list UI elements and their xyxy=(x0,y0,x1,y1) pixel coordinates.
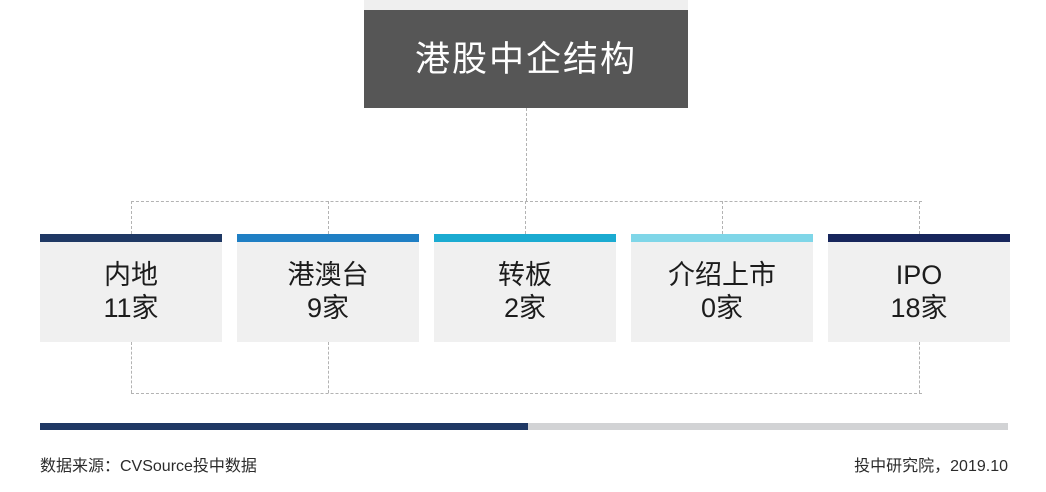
footer-divider-fill xyxy=(40,423,528,430)
node-body: 介绍上市 0家 xyxy=(631,242,813,342)
node-label: 介绍上市 xyxy=(668,259,776,290)
connector-drop-3 xyxy=(722,201,723,234)
node-value: 18家 xyxy=(890,293,948,323)
node-value: 9家 xyxy=(306,293,350,323)
title-body: 港股中企结构 xyxy=(364,10,688,108)
connector-drop-1 xyxy=(328,201,329,234)
node-body: 内地 11家 xyxy=(40,242,222,342)
node-body: 港澳台 9家 xyxy=(237,242,419,342)
connector-bottom-drop-0 xyxy=(131,342,132,393)
node-accent-bar xyxy=(237,234,419,242)
node-label: 内地 xyxy=(104,259,158,290)
node-body: 转板 2家 xyxy=(434,242,616,342)
node-box-mainland[interactable]: 内地 11家 xyxy=(40,234,222,342)
root-title-node: 港股中企结构 xyxy=(364,0,688,108)
page-title: 港股中企结构 xyxy=(414,39,637,79)
node-accent-bar xyxy=(434,234,616,242)
node-accent-bar xyxy=(828,234,1010,242)
title-top-accent xyxy=(364,0,688,10)
node-value: 11家 xyxy=(103,293,159,323)
node-box-introduction-listing[interactable]: 介绍上市 0家 xyxy=(631,234,813,342)
footer-divider-rule xyxy=(40,423,1008,430)
connector-bottom-drop-4 xyxy=(919,342,920,393)
node-label: IPO xyxy=(895,259,943,290)
footer-source-text: 数据来源：CVSource投中数据 xyxy=(40,458,257,475)
node-box-transfer-board[interactable]: 转板 2家 xyxy=(434,234,616,342)
connector-drop-0 xyxy=(131,201,132,234)
node-value: 2家 xyxy=(503,293,547,323)
node-label: 转板 xyxy=(498,259,552,290)
connector-drop-2 xyxy=(525,201,526,234)
node-label: 港澳台 xyxy=(287,259,369,290)
connector-top-bus xyxy=(131,201,922,202)
node-box-hk-macau-taiwan[interactable]: 港澳台 9家 xyxy=(237,234,419,342)
connector-drop-4 xyxy=(919,201,920,234)
node-accent-bar xyxy=(631,234,813,242)
node-box-ipo[interactable]: IPO 18家 xyxy=(828,234,1010,342)
footer-credit-text: 投中研究院，2019.10 xyxy=(854,458,1008,475)
node-accent-bar xyxy=(40,234,222,242)
connector-bottom-drop-1 xyxy=(328,342,329,393)
node-body: IPO 18家 xyxy=(828,242,1010,342)
connector-root-stem xyxy=(526,108,527,201)
connector-bottom-bus xyxy=(131,393,922,394)
node-value: 0家 xyxy=(700,293,744,323)
